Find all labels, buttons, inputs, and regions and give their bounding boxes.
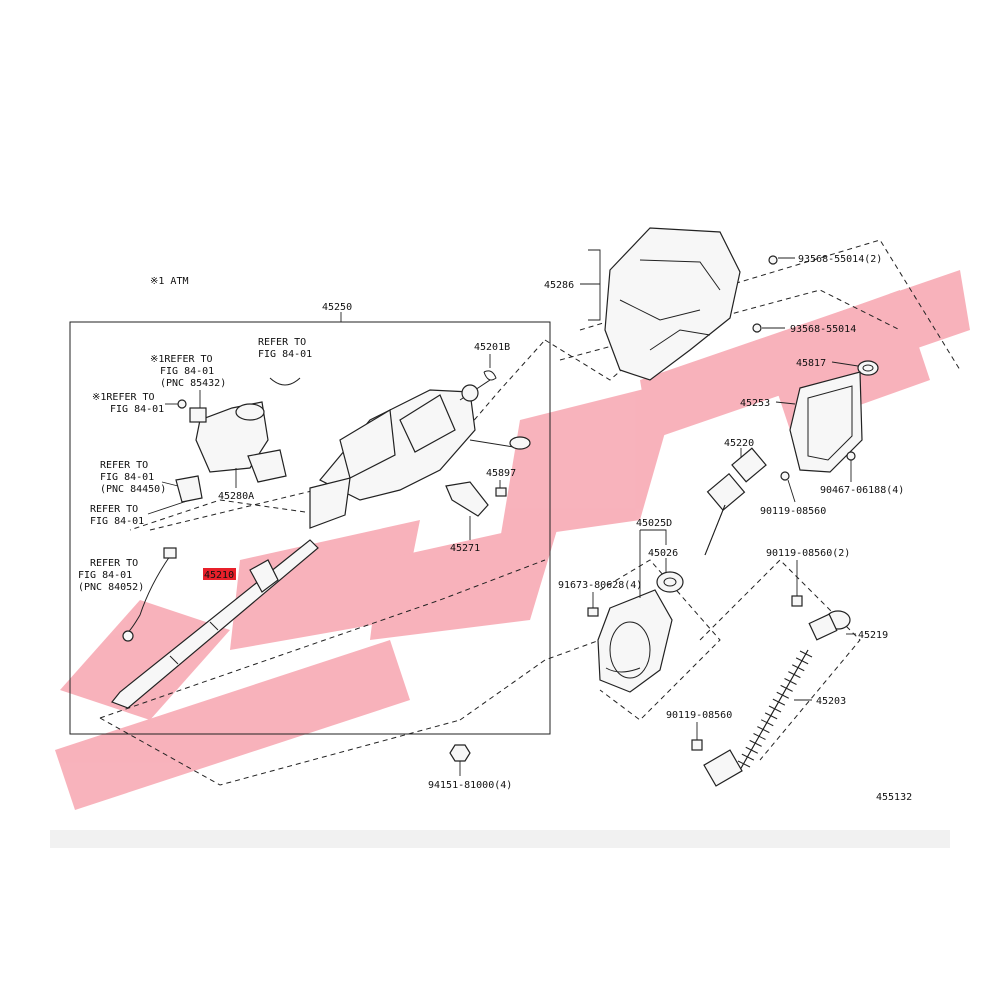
nut-94151[interactable] xyxy=(449,744,471,762)
label-45203[interactable]: 45203 xyxy=(816,696,846,707)
steering-column-body[interactable] xyxy=(309,379,531,529)
label-45817[interactable]: 45817 xyxy=(796,358,826,369)
atm-note: ※1 ATM xyxy=(150,276,188,287)
yoke-45219[interactable] xyxy=(808,610,851,641)
spring-coil xyxy=(757,726,770,734)
screw-93568-top[interactable] xyxy=(768,255,778,265)
wire-clip-icon xyxy=(269,377,301,386)
label-90119-08560-lower[interactable]: 90119-08560 xyxy=(666,710,732,721)
refer-note-4-line-3: (PNC 84450) xyxy=(100,484,166,495)
refer-note-4-line-2: FIG 84-01 xyxy=(100,472,154,483)
label-91673-80628-4[interactable]: 91673-80628(4) xyxy=(558,580,642,591)
label-93568-55014[interactable]: 93568-55014 xyxy=(790,324,856,335)
label-45210[interactable]: 45210 xyxy=(204,570,234,581)
seal-45026[interactable] xyxy=(656,571,684,593)
label-93568-55014-2[interactable]: 93568-55014(2) xyxy=(798,254,882,265)
spring-coil xyxy=(745,746,758,754)
label-45286[interactable]: 45286 xyxy=(544,280,574,291)
connector-icon xyxy=(163,547,177,559)
label-45253[interactable]: 45253 xyxy=(740,398,770,409)
bolt-90119-lower[interactable] xyxy=(691,739,703,751)
spring-coil xyxy=(772,698,786,706)
clip-90467[interactable] xyxy=(846,451,856,461)
label-45201b[interactable]: 45201B xyxy=(474,342,510,353)
refer-note-4-line-1: REFER TO xyxy=(100,460,148,471)
column-boot-45025d[interactable] xyxy=(597,589,673,693)
bolt-90119-upper[interactable] xyxy=(780,471,790,481)
refer-note-6-line-2: FIG 84-01 xyxy=(78,570,132,581)
label-45219[interactable]: 45219 xyxy=(858,630,888,641)
spring-coil xyxy=(749,739,762,747)
figure-number: 455132 xyxy=(876,792,912,803)
spring-coil xyxy=(799,650,813,658)
column-cover-45286[interactable] xyxy=(604,227,741,381)
label-45280a[interactable]: 45280A xyxy=(218,491,254,502)
label-45025d[interactable]: 45025D xyxy=(636,518,672,529)
intermediate-shaft-45220[interactable] xyxy=(704,447,767,556)
clip-45201b[interactable] xyxy=(483,370,497,381)
spring-coil xyxy=(788,671,801,679)
bracket-45271[interactable] xyxy=(445,481,489,517)
label-94151-81000-4[interactable]: 94151-81000(4) xyxy=(428,780,512,791)
refer-note-1-line-1: REFER TO xyxy=(258,337,306,348)
bottom-divider-bar xyxy=(50,830,950,848)
spring-coil xyxy=(784,678,797,685)
refer-note-5-line-2: FIG 84-01 xyxy=(90,516,144,527)
label-90119-08560-upper[interactable]: 90119-08560 xyxy=(760,506,826,517)
spring-coil xyxy=(761,719,774,727)
label-90467-06188-4[interactable]: 90467-06188(4) xyxy=(820,485,904,496)
spring-coil xyxy=(753,733,766,740)
spring-coil xyxy=(741,753,755,761)
sliding-yoke-45203[interactable] xyxy=(737,649,813,771)
ignition-lock-housing[interactable] xyxy=(175,401,269,503)
refer-note-2-line-3: (PNC 85432) xyxy=(160,378,226,389)
watermark-logo xyxy=(55,270,970,810)
label-45026[interactable]: 45026 xyxy=(648,548,678,559)
spring-coil xyxy=(795,657,809,665)
refer-note-2-line-2: FIG 84-01 xyxy=(160,366,214,377)
screw-93568-mid[interactable] xyxy=(752,323,762,333)
assembly-45250-frame xyxy=(69,321,551,735)
label-45271[interactable]: 45271 xyxy=(450,543,480,554)
grommet-45817[interactable] xyxy=(857,360,879,376)
u-joint-lower[interactable] xyxy=(703,749,743,787)
refer-note-6-line-1: REFER TO xyxy=(90,558,138,569)
label-90119-08560-2[interactable]: 90119-08560(2) xyxy=(766,548,850,559)
refer-note-3-line-2: FIG 84-01 xyxy=(110,404,164,415)
spring-coil xyxy=(768,705,782,713)
spring-coil xyxy=(776,691,789,699)
refer-note-2-line-1: ※1REFER TO xyxy=(150,354,213,365)
cover-45280a[interactable] xyxy=(247,449,287,483)
spring-coil xyxy=(737,760,751,768)
refer-note-6-line-3: (PNC 84052) xyxy=(78,582,144,593)
refer-note-5-line-1: REFER TO xyxy=(90,504,138,515)
label-45250[interactable]: 45250 xyxy=(322,302,352,313)
bolt-45897[interactable] xyxy=(495,487,507,497)
label-45220[interactable]: 45220 xyxy=(724,438,754,449)
bolt-90119-pair[interactable] xyxy=(791,595,803,607)
spring-coil xyxy=(764,712,778,720)
bolt-91673[interactable] xyxy=(587,607,599,617)
spring-coil xyxy=(792,664,805,672)
label-45897[interactable]: 45897 xyxy=(486,468,516,479)
part-45210-highlight xyxy=(203,568,236,580)
sensor-icon xyxy=(122,630,134,642)
switch-icon xyxy=(177,399,187,409)
refer-note-3-line-1: ※1REFER TO xyxy=(92,392,155,403)
spring-coil xyxy=(780,684,793,692)
column-hole-cover-45253[interactable] xyxy=(789,371,863,473)
refer-note-1-line-2: FIG 84-01 xyxy=(258,349,312,360)
steering-main-shaft-45210[interactable] xyxy=(111,539,319,709)
